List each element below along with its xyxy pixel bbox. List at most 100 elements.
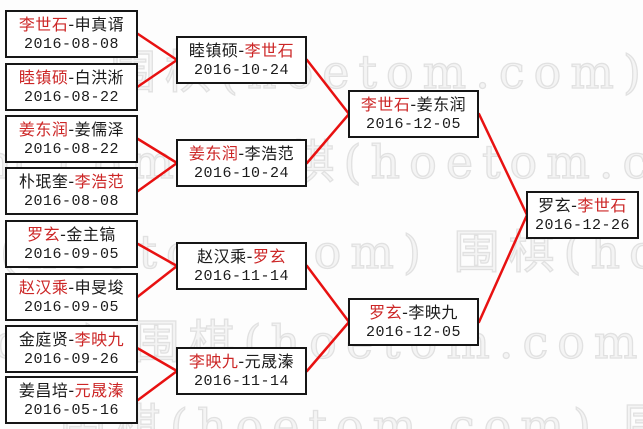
match-date: 2016-09-05 — [23, 298, 119, 316]
connector-line — [136, 58, 179, 88]
player-name-winner: 李世石 — [244, 41, 295, 60]
match-date: 2016-12-05 — [365, 116, 461, 133]
connector-line — [305, 112, 351, 165]
match-date: 2016-12-26 — [534, 217, 630, 234]
match-date: 2016-08-08 — [23, 193, 119, 210]
vs-separator: - — [246, 247, 253, 266]
player-name: 元晟溱 — [244, 352, 295, 371]
match-players: 赵汉乘-罗玄 — [197, 246, 286, 267]
connector-line — [305, 58, 351, 116]
vs-separator: - — [402, 303, 409, 322]
match-date: 2016-05-16 — [23, 402, 119, 419]
player-name: 李映九 — [408, 303, 458, 322]
player-name-winner: 元晟溱 — [74, 381, 125, 400]
vs-separator: - — [68, 172, 75, 191]
match-players: 睦镇硕-李世石 — [189, 40, 294, 61]
vs-separator: - — [238, 41, 245, 60]
match-date: 2016-11-14 — [193, 373, 289, 390]
match-players: 李世石-姜东润 — [361, 94, 466, 115]
match-players: 朴珉奎-李浩范 — [19, 171, 124, 192]
player-name: 金主镐 — [66, 225, 116, 244]
match-players: 姜昌培-元晟溱 — [19, 380, 124, 401]
connector-line — [477, 112, 529, 217]
connector-line — [477, 213, 529, 324]
vs-separator: - — [571, 196, 578, 215]
match-date: 2016-08-22 — [23, 141, 119, 158]
match-players: 罗玄-李世石 — [538, 195, 627, 216]
match-players: 罗玄-金主镐 — [27, 224, 116, 245]
player-name: 姜昌培 — [18, 381, 69, 400]
connector-line — [305, 264, 351, 324]
vs-separator: - — [410, 95, 417, 114]
player-name: 申旻埈 — [74, 277, 125, 297]
player-name-winner: 李映九 — [74, 329, 125, 349]
match-date: 2016-09-26 — [23, 350, 119, 368]
connector-line — [136, 242, 179, 268]
player-name-winner: 李浩范 — [74, 172, 125, 191]
connector-line — [136, 369, 179, 402]
player-name-winner: 李世石 — [360, 95, 411, 114]
player-name: 姜儒泽 — [74, 120, 125, 139]
connector-line — [136, 161, 179, 193]
match-date: 2016-08-22 — [23, 88, 119, 106]
vs-separator: - — [68, 381, 75, 400]
match-players: 睦镇硕-白洪淅 — [19, 67, 124, 88]
match-players: 李世石-申真谞 — [19, 14, 124, 35]
match-date: 2016-10-24 — [193, 165, 289, 182]
player-name-winner: 罗玄 — [369, 303, 403, 322]
player-name-winner: 李映九 — [188, 352, 239, 371]
player-name: 睦镇硕 — [188, 41, 239, 60]
player-name-winner: 李世石 — [577, 196, 627, 215]
match-players: 姜东润-姜儒泽 — [19, 119, 124, 140]
match-players: 罗玄-李映九 — [369, 302, 458, 323]
player-name: 李浩范 — [244, 144, 295, 163]
vs-separator: - — [238, 144, 245, 163]
vs-separator: - — [60, 225, 67, 244]
match-players: 姜东润-李浩范 — [189, 143, 294, 164]
player-name: 申真谞 — [74, 15, 125, 34]
player-name: 赵汉乘 — [197, 247, 247, 266]
player-name-winner: 李世石 — [18, 15, 69, 34]
vs-separator: - — [68, 277, 75, 297]
vs-separator: - — [68, 120, 75, 139]
connector-line — [136, 32, 179, 62]
connector-line — [136, 264, 179, 298]
match-date: 2016-08-08 — [23, 36, 119, 53]
player-name-winner: 睦镇硕 — [18, 67, 69, 87]
match-players: 金庭贤-李映九 — [19, 329, 124, 350]
player-name-winner: 罗玄 — [27, 225, 61, 244]
match-date: 2016-09-05 — [23, 246, 119, 263]
player-name-winner: 赵汉乘 — [18, 277, 69, 297]
player-name: 朴珉奎 — [18, 172, 69, 191]
connector-line — [136, 347, 179, 373]
player-name: 金庭贤 — [18, 329, 69, 349]
connector-line — [305, 320, 351, 373]
player-name-winner: 姜东润 — [18, 120, 69, 139]
match-players: 赵汉乘-申旻埈 — [19, 277, 124, 298]
match-date: 2016-12-05 — [365, 324, 461, 341]
vs-separator: - — [68, 15, 75, 34]
vs-separator: - — [68, 329, 75, 349]
vs-separator: - — [238, 352, 245, 371]
match-date: 2016-10-24 — [193, 62, 289, 79]
match-date: 2016-11-14 — [193, 268, 289, 285]
player-name: 姜东润 — [416, 95, 467, 114]
connector-line — [136, 137, 179, 165]
match-players: 李映九-元晟溱 — [189, 351, 294, 372]
